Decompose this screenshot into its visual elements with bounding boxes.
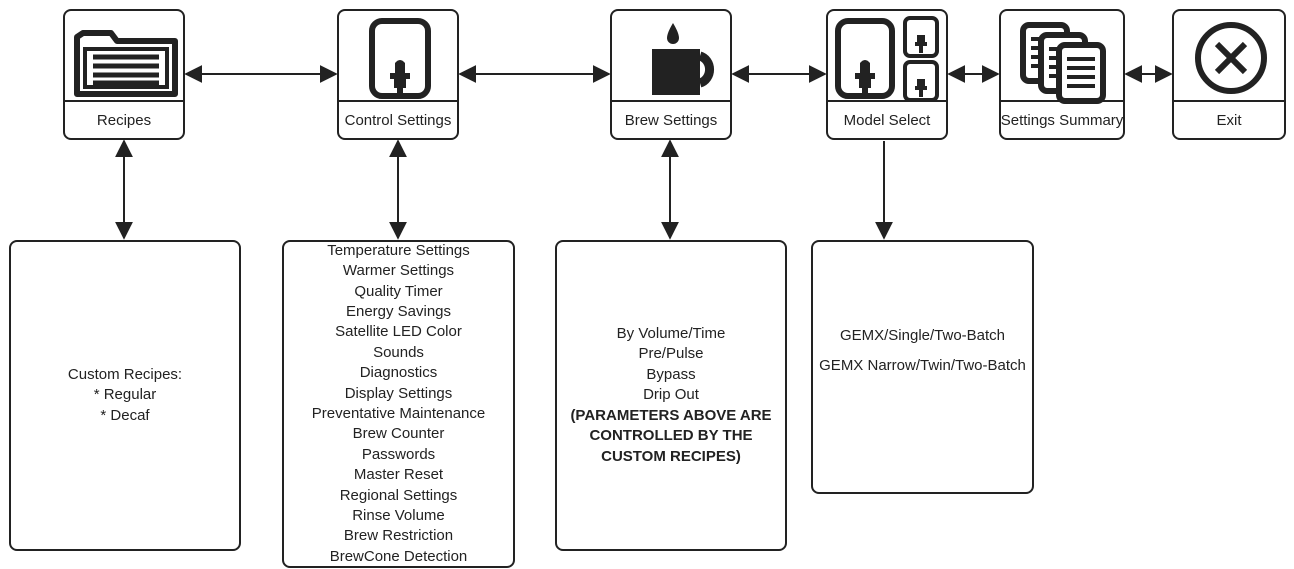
menu-brew-settings-label: Brew Settings [612, 100, 730, 138]
control-item-rinse-volume: Rinse Volume [352, 507, 445, 525]
menu-settings-summary[interactable]: Settings Summary [999, 9, 1125, 140]
control-item-brewcone-detection: BrewCone Detection [329, 547, 468, 565]
control-item-quality-timer: Quality Timer [354, 282, 443, 300]
brew-note-line-1: (PARAMETERS ABOVE ARE [570, 406, 772, 424]
model-select-panel: GEMX/Single/Two-Batch GEMX Narrow/Twin/T… [811, 240, 1034, 494]
model-option-narrow: GEMX Narrow/Twin/Two-Batch [819, 357, 1026, 374]
menu-exit-label: Exit [1174, 100, 1284, 138]
circle-x-icon [1195, 22, 1267, 94]
control-item-energy-savings: Energy Savings [345, 302, 452, 320]
dispenser-models-icon [835, 16, 939, 102]
coffee-mug-drop-icon [652, 23, 715, 95]
control-item-regional: Regional Settings [339, 486, 458, 504]
control-item-sounds: Sounds [373, 343, 424, 361]
control-item-preventative-maintenance: Preventative Maintenance [311, 405, 486, 422]
menu-settings-summary-label: Settings Summary [1001, 100, 1123, 138]
menu-control-settings-label: Control Settings [339, 100, 457, 138]
control-item-warmer: Warmer Settings [342, 262, 455, 280]
menu-control-settings[interactable]: Control Settings [337, 9, 459, 140]
dispenser-faucet-icon [369, 18, 431, 99]
menu-model-select[interactable]: Model Select [826, 9, 948, 140]
menu-model-select-label: Model Select [828, 100, 946, 138]
control-item-brew-counter: Brew Counter [352, 425, 445, 443]
stacked-documents-icon [1020, 22, 1106, 104]
menu-recipes[interactable]: Recipes [63, 9, 185, 140]
control-item-brew-restriction: Brew Restriction [343, 527, 454, 545]
control-item-master-reset: Master Reset [353, 466, 444, 484]
menu-brew-settings[interactable]: Brew Settings [610, 9, 732, 140]
menu-recipes-label: Recipes [65, 100, 183, 138]
control-item-satellite-led: Satellite LED Color [335, 323, 462, 341]
brew-note-line-2: CONTROLLED BY THE [589, 427, 753, 445]
control-item-display: Display Settings [344, 384, 453, 402]
control-settings-panel: Temperature Settings Warmer Settings Qua… [282, 240, 515, 568]
folder-document-icon [74, 30, 178, 97]
brew-item-pre-pulse: Pre/Pulse [638, 345, 704, 363]
recipes-panel: Custom Recipes: * Regular * Decaf [9, 240, 241, 551]
recipe-item-regular: * Regular [93, 386, 157, 404]
brew-note-line-3: CUSTOM RECIPES) [601, 447, 741, 465]
control-item-passwords: Passwords [361, 445, 436, 463]
recipe-item-decaf: * Decaf [100, 406, 150, 424]
menu-exit[interactable]: Exit [1172, 9, 1286, 140]
control-item-diagnostics: Diagnostics [359, 364, 438, 382]
brew-item-bypass: Bypass [646, 365, 696, 383]
brew-item-drip-out: Drip Out [643, 386, 699, 404]
brew-item-volume-time: By Volume/Time [616, 325, 726, 343]
model-option-single: GEMX/Single/Two-Batch [839, 326, 1006, 344]
control-item-temperature: Temperature Settings [327, 241, 470, 259]
recipes-panel-title: Custom Recipes: [67, 365, 183, 383]
brew-settings-panel: By Volume/Time Pre/Pulse Bypass Drip Out… [555, 240, 787, 551]
